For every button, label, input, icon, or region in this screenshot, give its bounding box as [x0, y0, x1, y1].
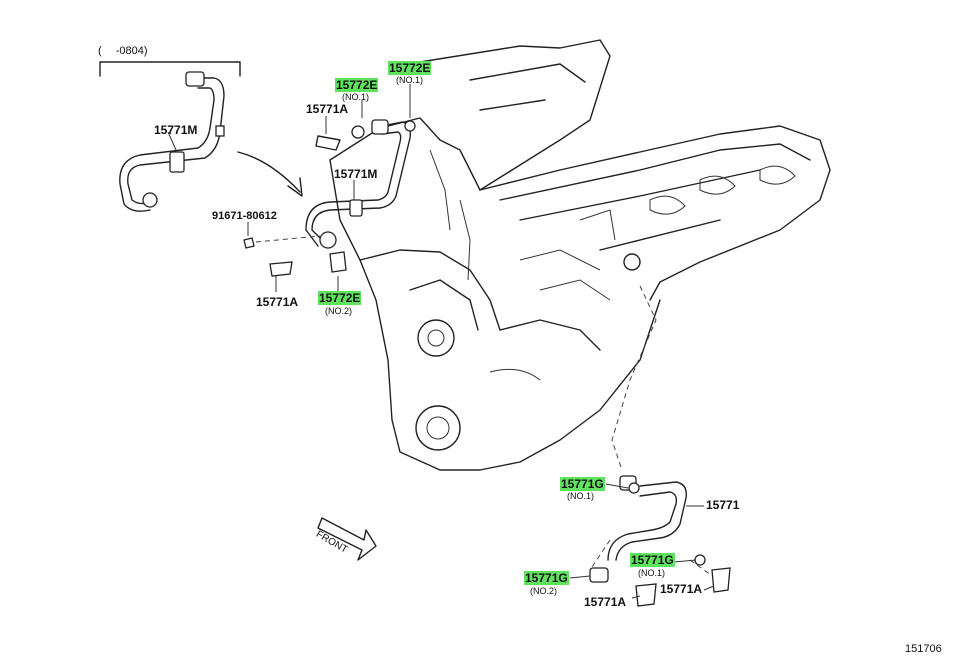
- label-15771g-no1-b-sub: (NO.1): [638, 568, 665, 578]
- lower-pipe: [589, 475, 731, 607]
- front-arrow: [317, 517, 377, 561]
- label-15771m-main: 15771M: [334, 167, 378, 181]
- label-15771g-no1-a: 15771G: [560, 477, 605, 491]
- dashed-leaders: [255, 235, 719, 581]
- label-15771a-bottom-right: 15771A: [660, 582, 703, 596]
- label-15771a-bottom-left: 15771A: [584, 595, 627, 609]
- main-pipe: [305, 119, 416, 249]
- label-15771a-top: 15771A: [306, 102, 349, 116]
- label-leaders: [167, 84, 715, 599]
- label-15771m-inset: 15771M: [154, 123, 198, 137]
- label-15772e-no1-b-sub: (NO.1): [396, 75, 423, 85]
- label-15772e-no1-a-sub: (NO.1): [342, 92, 369, 102]
- label-15771g-no2: 15771G: [524, 571, 569, 585]
- label-15771g-no2-sub: (NO.2): [530, 586, 557, 596]
- inset-pipe: [119, 71, 225, 212]
- label-15772e-no1-a: 15772E: [335, 78, 379, 92]
- label-15772e-no2-sub: (NO.2): [325, 306, 352, 316]
- label-15771g-no1-a-sub: (NO.1): [567, 491, 594, 501]
- direction-arrow: [237, 151, 303, 197]
- label-91671-80612: 91671-80612: [212, 210, 277, 222]
- pulleys: [415, 253, 641, 451]
- label-15772e-no2: 15772E: [318, 291, 362, 305]
- label-15772e-no1-b: 15772E: [388, 61, 432, 75]
- label-15771a-left: 15771A: [256, 295, 299, 309]
- bolts-left: [243, 135, 347, 277]
- engine-block: [329, 39, 831, 471]
- label-15771g-no1-b: 15771G: [630, 553, 675, 567]
- inset-bracket: [99, 61, 241, 77]
- figure-number: 151706: [905, 643, 942, 655]
- inset-range-note: ( -0804): [98, 45, 148, 57]
- label-15771: 15771: [706, 498, 740, 512]
